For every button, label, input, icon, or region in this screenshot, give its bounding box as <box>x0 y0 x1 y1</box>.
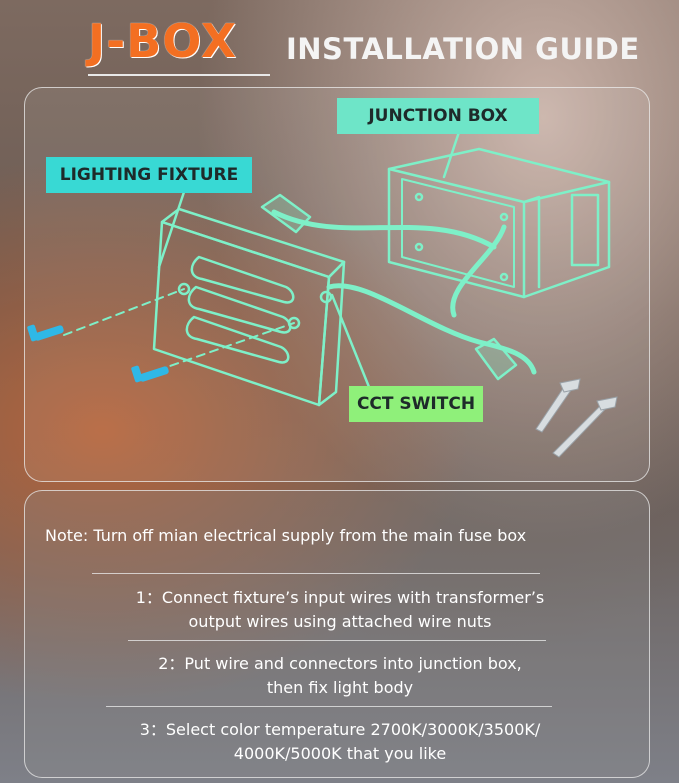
step-2-line-1: 2：Put wire and connectors into junction … <box>158 654 522 673</box>
step-2: 2：Put wire and connectors into junction … <box>60 652 620 700</box>
divider <box>92 573 540 574</box>
header: J-BOX INSTALLATION GUIDE <box>0 0 679 80</box>
junction-box-drawing <box>387 147 611 299</box>
step-3-line-2: 4000K/5000K that you like <box>233 744 447 763</box>
step-1-line-1: 1：Connect fixture’s input wires with tra… <box>135 588 545 607</box>
page-title: INSTALLATION GUIDE <box>286 32 640 66</box>
step-3-line-1: 3：Select color temperature 2700K/3000K/3… <box>139 720 541 739</box>
divider <box>106 706 552 707</box>
label-junction-box: JUNCTION BOX <box>337 98 539 134</box>
label-lighting-fixture: LIGHTING FIXTURE <box>46 157 252 193</box>
lighting-fixture-drawing <box>152 207 346 407</box>
screw-left <box>27 324 64 342</box>
mounting-screws <box>535 378 618 458</box>
label-cct-switch: CCT SWITCH <box>349 386 483 422</box>
brand-underline <box>88 74 270 76</box>
divider <box>128 640 546 641</box>
cct-switch-connector <box>474 337 518 381</box>
step-1-line-2: output wires using attached wire nuts <box>188 612 492 631</box>
step-3: 3：Select color temperature 2700K/3000K/3… <box>60 718 620 766</box>
installation-diagram <box>27 130 618 458</box>
instructions-panel <box>24 490 650 778</box>
step-2-line-2: then fix light body <box>266 678 414 697</box>
safety-note: Note: Turn off mian electrical supply fr… <box>45 526 527 545</box>
step-1: 1：Connect fixture’s input wires with tra… <box>60 586 620 634</box>
wire-connector-top <box>260 193 312 234</box>
screw-bottom <box>131 365 169 383</box>
brand-logo: J-BOX <box>88 14 238 68</box>
